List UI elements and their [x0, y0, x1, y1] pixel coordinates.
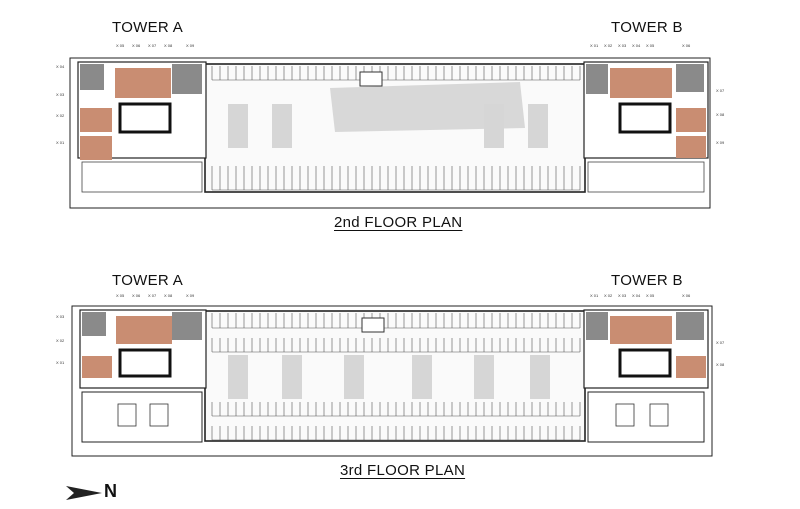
- floor3-plan: X 05 X 06 X 07 X 08 X 09 X 03 X 02 X 01 X 01 X 02…: [56, 293, 725, 457]
- floor3-tower-a-side-unit-label: X 02: [56, 338, 65, 343]
- floor2-tower-b-top-unit-label: X 06: [682, 43, 691, 48]
- floor2-tower-a-side-unit-label: X 01: [56, 140, 65, 145]
- floor2-tower-b-top-unit-label: X 04: [632, 43, 641, 48]
- floor3-parking-deck: [204, 310, 586, 442]
- floor3-tower-a: [79, 309, 207, 443]
- floor2-tower-a-label: TOWER A: [112, 19, 183, 36]
- floor3-tower-b-top-unit-label: X 05: [646, 293, 655, 298]
- floor3-tower-b-top-unit-label: X 04: [632, 293, 641, 298]
- floor3-tower-b-top-unit-label: X 02: [604, 293, 613, 298]
- floor3-plan-title: 3rd FLOOR PLAN: [340, 462, 466, 479]
- floor3-tower-b-label: TOWER B: [611, 272, 683, 289]
- floor3-tower-b: [583, 309, 709, 443]
- floor2-parking-rows: [211, 66, 581, 191]
- floor2-tower-a-top-unit-label: X 06: [132, 43, 141, 48]
- floor3-ramp-area: [228, 317, 550, 399]
- floor3-tower-b-top-unit-label: X 06: [682, 293, 691, 298]
- floor3-tower-b-side-unit-label: X 08: [716, 362, 725, 367]
- floor3-parking-rows: [211, 313, 581, 441]
- floor2-tower-b-side-unit-label: X 07: [716, 88, 725, 93]
- floor2-tower-a-side-unit-label: X 03: [56, 92, 65, 97]
- floor2-tower-a: [77, 61, 207, 193]
- floor3-tower-a-top-unit-label: X 08: [164, 293, 173, 298]
- floor2-tower-a-top-unit-label: X 09: [186, 43, 195, 48]
- floor3-tower-a-top-unit-label: X 07: [148, 293, 157, 298]
- floor2-tower-a-top-unit-label: X 08: [164, 43, 173, 48]
- north-arrow-icon: [66, 486, 102, 500]
- floor2-tower-b-top-unit-label: X 03: [618, 43, 627, 48]
- floor2-tower-b-side-unit-label: X 08: [716, 112, 725, 117]
- floor3-tower-b-top-unit-label: X 01: [590, 293, 599, 298]
- floor2-tower-b-label: TOWER B: [611, 19, 683, 36]
- floor2-ramp-area: [228, 71, 548, 148]
- floor3-tower-a-side-unit-label: X 01: [56, 360, 65, 365]
- floor3-tower-b-side-unit-label: X 07: [716, 340, 725, 345]
- floor2-tower-a-side-unit-label: X 04: [56, 64, 65, 69]
- floor2-tower-b-top-unit-label: X 05: [646, 43, 655, 48]
- floor2-plan-title: 2nd FLOOR PLAN: [334, 214, 463, 231]
- floor3-tower-a-top-unit-label: X 06: [132, 293, 141, 298]
- floor2-tower-b: [583, 61, 709, 193]
- floor2-tower-b-side-unit-label: X 09: [716, 140, 725, 145]
- floor3-tower-a-side-unit-label: X 03: [56, 314, 65, 319]
- floor2-tower-a-top-unit-label: X 05: [116, 43, 125, 48]
- floor3-tower-a-label: TOWER A: [112, 272, 183, 289]
- floor3-tower-b-top-unit-label: X 03: [618, 293, 627, 298]
- floor2-tower-a-side-unit-label: X 02: [56, 113, 65, 118]
- floor2-tower-b-top-unit-label: X 02: [604, 43, 613, 48]
- floor3-tower-a-top-unit-label: X 09: [186, 293, 195, 298]
- floor2-tower-b-top-unit-label: X 01: [590, 43, 599, 48]
- north-label: N: [104, 481, 117, 501]
- floor2-tower-a-top-unit-label: X 07: [148, 43, 157, 48]
- floor2-plan: X 05 X 06 X 07 X 08 X 09 X 04 X 03 X 02 X 01 X 01…: [56, 43, 725, 209]
- floor3-tower-a-top-unit-label: X 05: [116, 293, 125, 298]
